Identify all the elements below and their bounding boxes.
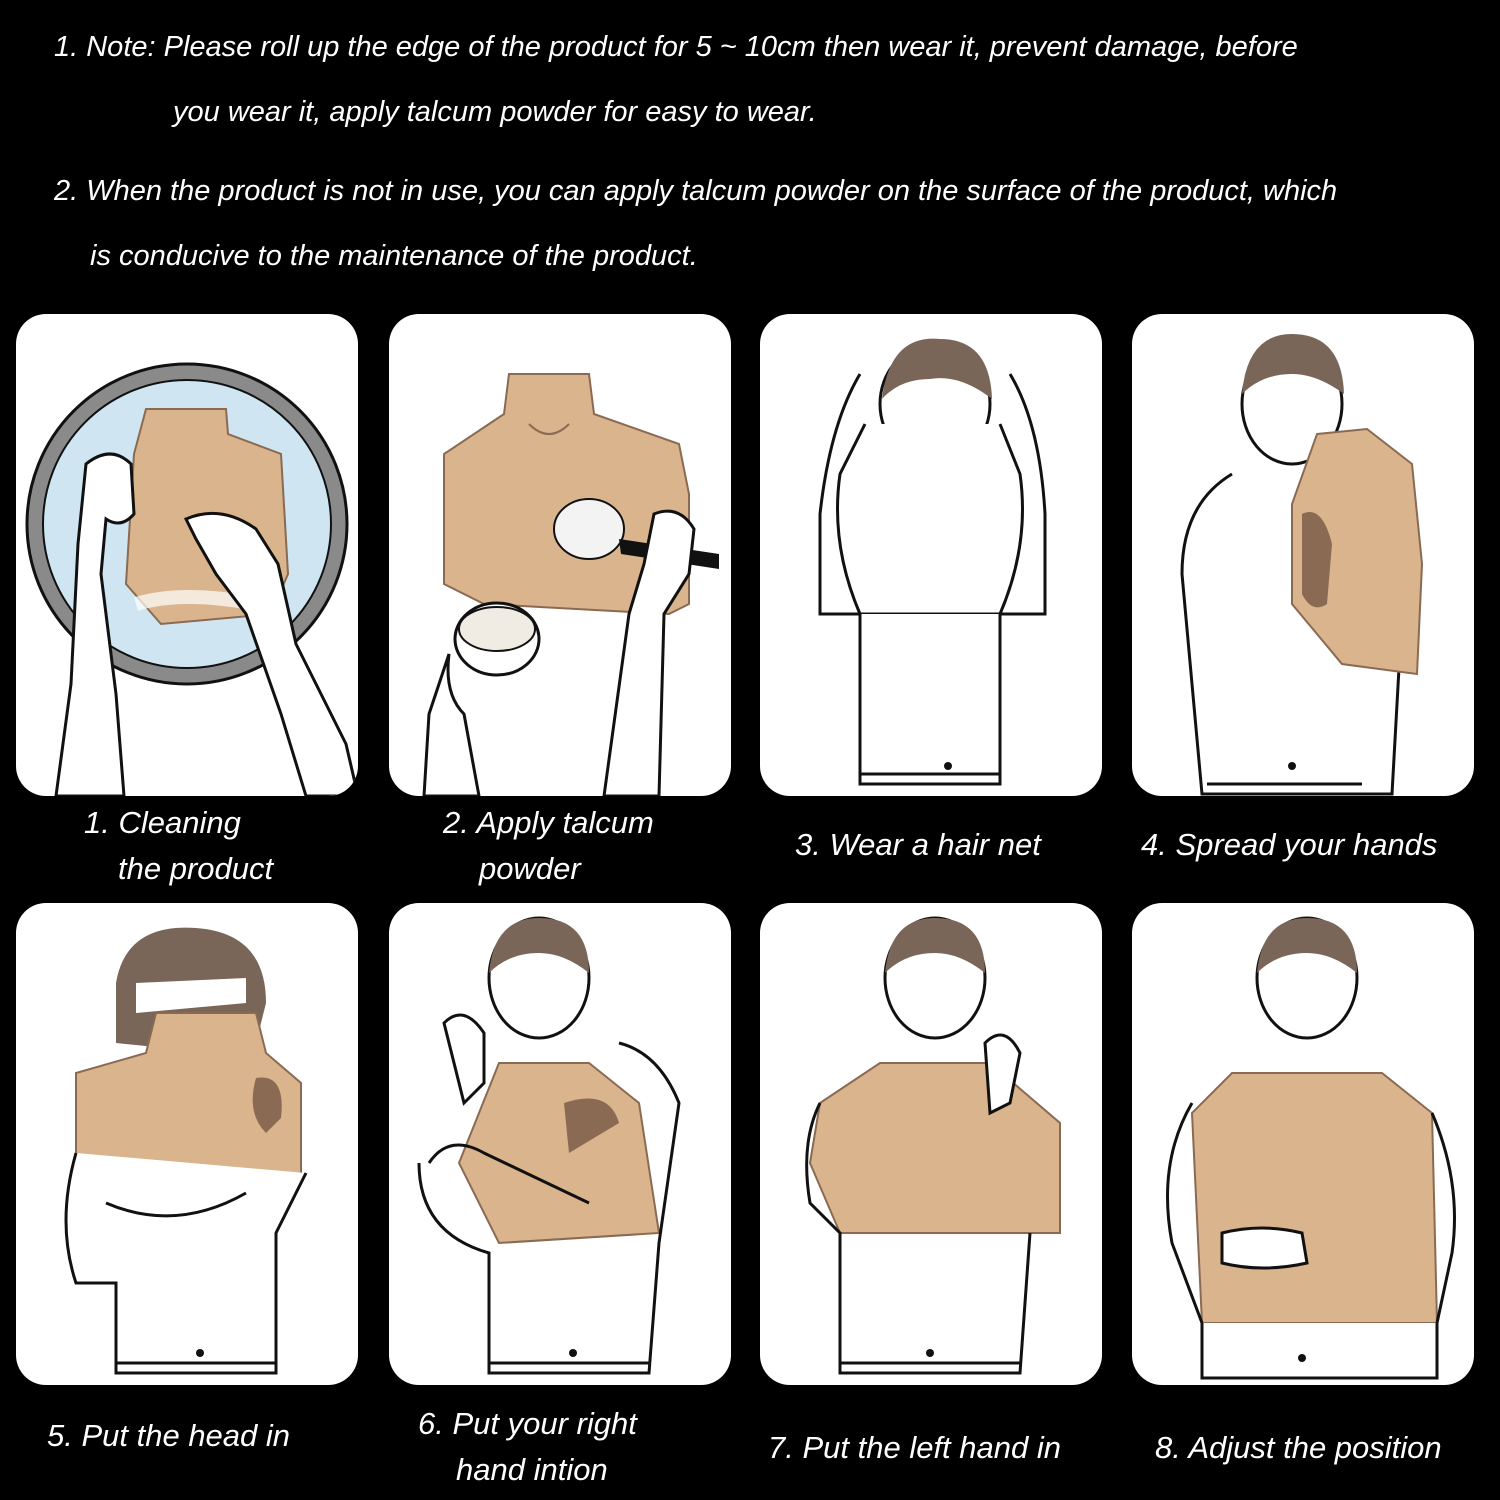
step-1-panel [16,314,358,796]
step-8-caption-line-1: 8. Adjust the position [1155,1430,1442,1465]
step-3-caption-line-1: 3. Wear a hair net [795,827,1041,862]
note-1-line-2: you wear it, apply talcum powder for eas… [173,96,817,128]
step-6-caption-line-2: hand intion [456,1452,608,1487]
head-in-illustration [64,927,308,1375]
step-2-panel [389,314,731,796]
hair-net-illustration [818,338,1047,786]
left-hand-in-illustration [805,916,1061,1375]
spread-hands-illustration [1180,334,1424,796]
step-5-caption: 5. Put the head in [47,1413,290,1459]
step-2-caption-line-1: 2. Apply talcum [443,805,654,840]
adjust-position-illustration [1166,916,1456,1380]
step-2-caption-line-2: powder [479,851,581,886]
step-4-panel [1132,314,1474,796]
step-3-caption: 3. Wear a hair net [795,822,1041,868]
step-1-caption: 1. Cleaning the product [84,800,273,892]
step-8-caption: 8. Adjust the position [1155,1425,1442,1471]
step-2-caption: 2. Apply talcum powder [443,800,654,892]
step-7-caption: 7. Put the left hand in [768,1425,1061,1471]
note-1-line-1: 1. Note: Please roll up the edge of the … [54,31,1298,63]
note-2-line-1: 2. When the product is not in use, you c… [54,175,1338,207]
step-5-panel [16,903,358,1385]
right-hand-in-illustration [417,916,681,1375]
step-7-panel [760,903,1102,1385]
step-3-panel [760,314,1102,796]
step-6-caption: 6. Put your right hand intion [418,1401,637,1493]
step-7-caption-line-1: 7. Put the left hand in [768,1430,1061,1465]
washing-bowl-illustration [25,362,358,796]
step-4-caption-line-1: 4. Spread your hands [1141,827,1438,862]
step-1-caption-line-1: 1. Cleaning [84,805,241,840]
step-6-caption-line-1: 6. Put your right [418,1406,637,1441]
step-1-caption-line-2: the product [118,851,274,886]
step-8-panel [1132,903,1474,1385]
talcum-powder-brush-illustration [422,373,719,796]
step-4-caption: 4. Spread your hands [1141,822,1437,868]
step-6-panel [389,903,731,1385]
note-2-line-2: is conducive to the maintenance of the p… [90,240,698,272]
step-5-caption-line-1: 5. Put the head in [47,1418,291,1453]
